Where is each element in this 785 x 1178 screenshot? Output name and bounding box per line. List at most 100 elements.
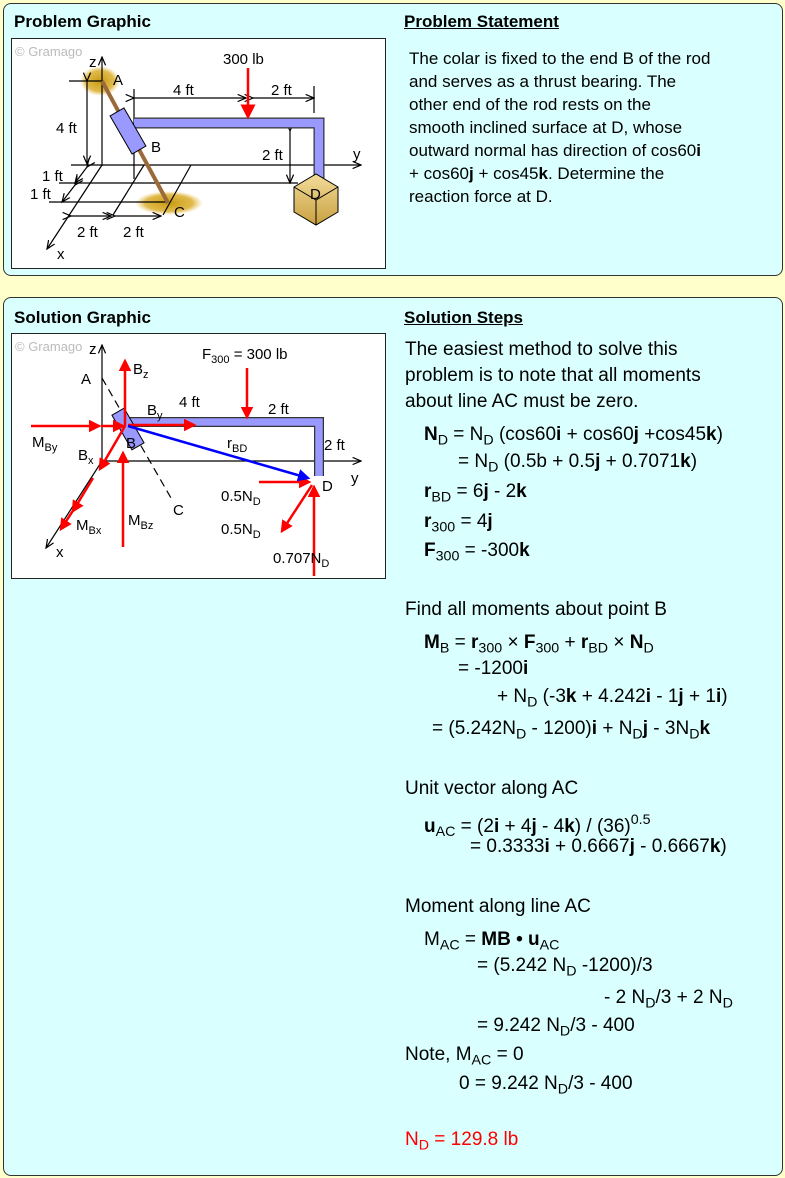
nd-x-label: 0.5ND (221, 521, 261, 541)
block-d (293, 173, 339, 226)
step-line: MAC = MB • uAC (424, 928, 559, 957)
step-line: uAC = (2i + 4j - 4k) / (36)0.5 (424, 808, 651, 844)
text-segment: k (564, 815, 575, 837)
text-segment: problem is to note that all moments (405, 365, 701, 386)
dim-2ft-v: 2 ft (262, 147, 284, 164)
text-segment: 300 (535, 640, 560, 657)
text-segment: D (557, 1081, 569, 1098)
final-answer: ND = 129.8 lb (405, 1128, 518, 1157)
text-segment: k (680, 451, 691, 472)
d-label: D (322, 478, 333, 495)
text-segment: = 0.3333 (470, 836, 545, 857)
text-segment: - 0.6667 (634, 836, 710, 857)
text-segment: = N (458, 451, 489, 472)
step-line: The easiest method to solve this (405, 338, 677, 362)
text-segment: D (632, 726, 643, 743)
text-segment: N (629, 632, 644, 653)
text-segment: = 9.242 N (477, 1015, 560, 1036)
text-segment: N (424, 424, 438, 445)
solution-diagram: © Gramago z A B C D y x F300 = 300 lb Bz… (15, 339, 386, 576)
step-line: Unit vector along AC (405, 777, 578, 801)
text-segment: j (469, 164, 474, 183)
text-segment: smooth inclined surface at D, whose (409, 118, 683, 137)
text-segment: j (678, 686, 684, 707)
text-segment: i (544, 836, 550, 857)
collar-b (109, 107, 147, 155)
text-segment: /3 - 400 (568, 1073, 633, 1094)
text-segment: i (645, 686, 651, 707)
text-segment: = -300 (459, 540, 520, 561)
bx-label: Bx (78, 447, 94, 467)
by-label: By (147, 402, 163, 422)
text-segment: i (715, 686, 722, 707)
text-segment: N (405, 1129, 419, 1150)
text-segment: Note, M (405, 1044, 472, 1065)
dim-2ft-h: 2 ft (268, 401, 290, 418)
text-segment: about line AC must be zero. (405, 391, 639, 412)
load-label: 300 lb (223, 51, 264, 68)
text-segment: i (522, 658, 529, 679)
text-segment: ) (720, 836, 727, 857)
text-segment: r (424, 511, 432, 532)
text-segment: = 6 (451, 481, 484, 502)
step-line: rBD = 6j - 2k (424, 480, 527, 509)
text-segment: + 0.6667 (549, 836, 630, 857)
text-segment: 300 (478, 640, 503, 657)
text-segment: Find all moments about point B (405, 599, 667, 620)
text-segment: - 2 (488, 481, 517, 502)
text-segment: and serves as a thrust bearing. The (409, 72, 677, 91)
text-segment: D (418, 1137, 430, 1154)
d-label: D (310, 186, 321, 203)
text-segment: - 3N (648, 718, 690, 739)
statement-line: smooth inclined surface at D, whose (409, 116, 710, 139)
text-segment: + cos60 (409, 164, 470, 183)
text-segment: r (580, 632, 589, 653)
text-segment: D (559, 1023, 571, 1040)
text-segment: /3 + 2 N (655, 987, 723, 1008)
z-label: z (89, 341, 97, 358)
step-line: r300 = 4j (424, 510, 493, 539)
text-segment: = 0 (491, 1044, 524, 1065)
bz-label: Bz (133, 361, 149, 381)
a-label: A (113, 72, 123, 89)
text-segment: + 4 (499, 815, 532, 837)
statement-line: The colar is fixed to the end B of the r… (409, 47, 710, 70)
text-segment: D (483, 432, 494, 449)
text-segment: + N (497, 686, 528, 707)
rbd-label: rBD (227, 435, 247, 455)
text-segment: + cos45 (473, 164, 539, 183)
text-segment: B (439, 640, 450, 657)
text-segment: j (629, 836, 635, 857)
text-segment: k (706, 424, 717, 445)
text-segment: + N (597, 718, 633, 739)
text-segment: k (709, 836, 721, 857)
text-segment: = 4 (455, 511, 488, 532)
text-segment: × (608, 632, 630, 653)
text-segment: = -1200 (458, 658, 523, 679)
dim-1ft-a: 1 ft (42, 168, 64, 185)
solution-graphic-title: Solution Graphic (14, 308, 151, 327)
text-segment: D (643, 640, 654, 657)
text-segment: D (488, 459, 499, 476)
text-segment: ) (716, 424, 723, 445)
text-segment: = (459, 929, 482, 950)
text-segment: = (2 (455, 815, 494, 837)
step-line: about line AC must be zero. (405, 390, 638, 414)
text-segment: D (689, 726, 700, 743)
text-segment: j (633, 424, 639, 445)
text-segment: k (519, 540, 530, 561)
text-segment: j (642, 718, 648, 739)
text-segment: j (531, 815, 537, 837)
problem-statement: The colar is fixed to the end B of the r… (409, 47, 710, 208)
step-line: ND = ND (cos60i + cos60j +cos45k) (424, 423, 723, 452)
c-label: C (173, 502, 184, 519)
step-line: F300 = -300k (424, 539, 530, 568)
text-segment: = (449, 632, 471, 653)
y-label: y (351, 470, 359, 487)
text-segment: k (699, 718, 711, 739)
step-line: Note, MAC = 0 (405, 1043, 524, 1072)
watermark: © Gramago (15, 44, 82, 59)
text-segment: D (722, 995, 733, 1012)
text-segment: r (424, 481, 432, 502)
support-c-blob (135, 191, 203, 215)
